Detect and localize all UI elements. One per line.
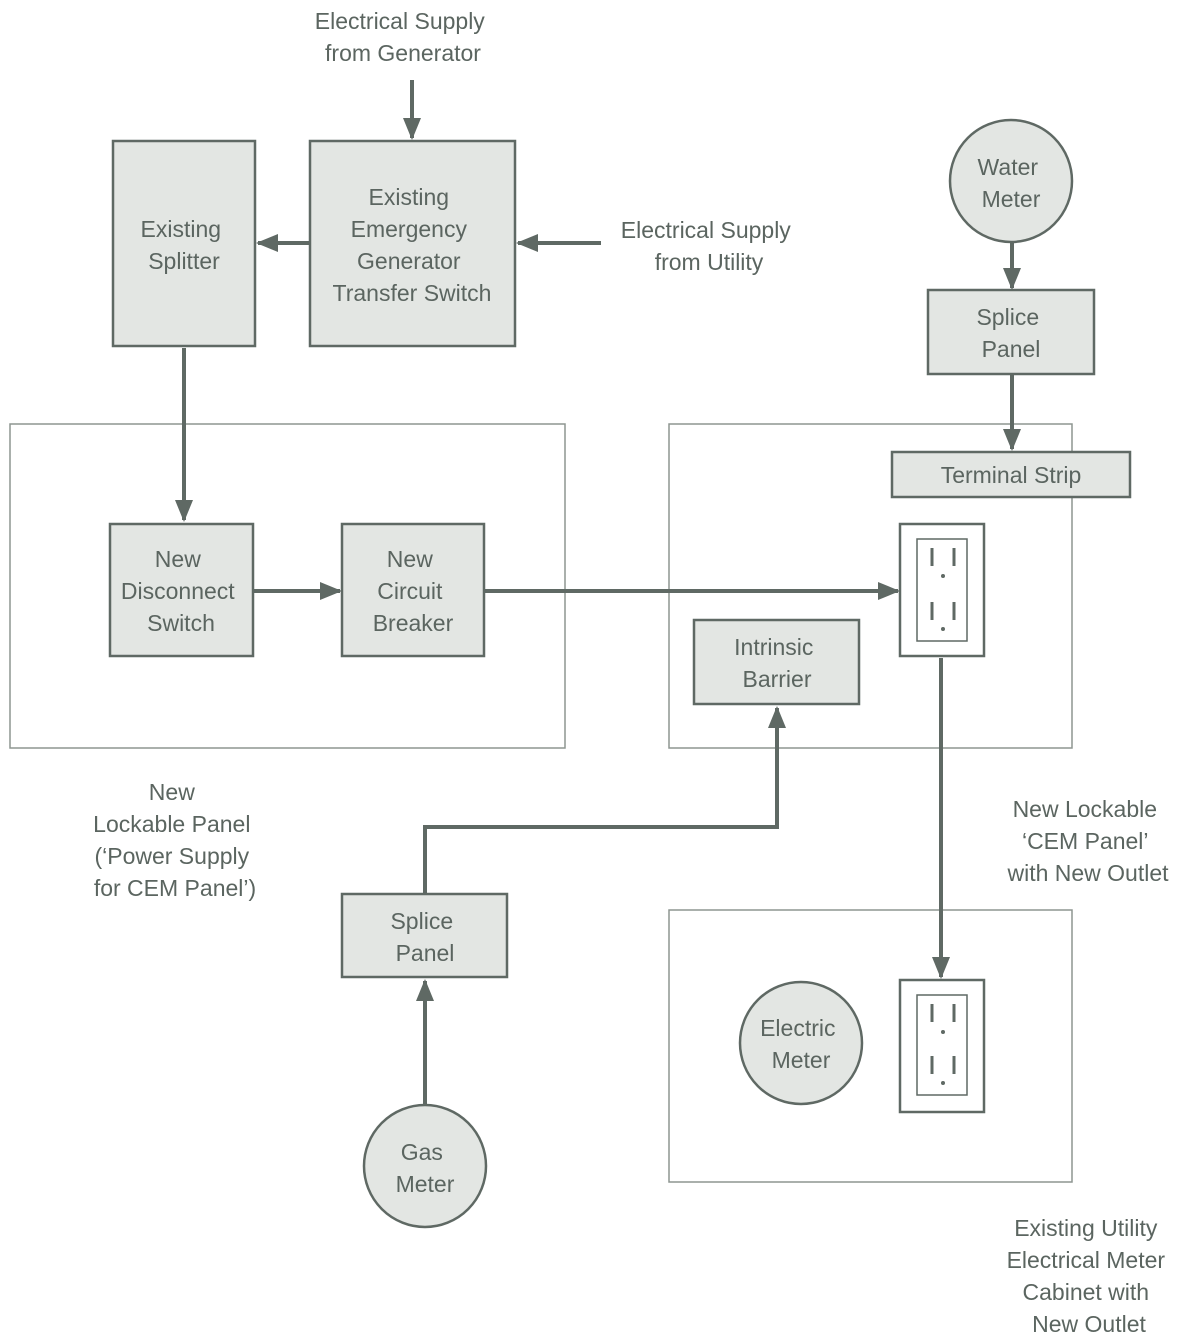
connector-splice-to-barrier xyxy=(423,706,786,893)
lockable-panel-enclosure xyxy=(9,423,566,749)
supply-generator-label: Electrical Supply from Generator xyxy=(315,8,491,66)
cem-panel-enclosure xyxy=(668,423,1073,749)
disconnect-switch-label: New Disconnect Switch xyxy=(121,546,241,636)
terminal-strip-box xyxy=(890,450,1132,499)
water-meter-circle xyxy=(948,118,1074,244)
nodes xyxy=(108,118,1132,1229)
cem-panel-label: New Lockable ‘CEM Panel’ with New Outlet xyxy=(1006,796,1169,886)
water-meter-label: Water Meter xyxy=(978,154,1045,212)
splice-panel-bottom-box xyxy=(340,892,509,979)
splice-panel-bottom-label: Splice Panel xyxy=(390,908,459,966)
electric-meter-label: Electric Meter xyxy=(760,1015,842,1073)
transfer-switch-label: Existing Emergency Generator Transfer Sw… xyxy=(333,184,492,306)
intrinsic-barrier-label: Intrinsic Barrier xyxy=(734,634,820,692)
gas-meter-label: Gas Meter xyxy=(396,1139,455,1197)
connectors xyxy=(175,80,1021,1105)
outlet-icon xyxy=(898,522,986,658)
gas-meter-circle xyxy=(362,1103,488,1229)
meter-cabinet-label: Existing Utility Electrical Meter Cabine… xyxy=(1007,1215,1172,1336)
splice-panel-top-label: Splice Panel xyxy=(976,304,1045,362)
terminal-strip-label: Terminal Strip xyxy=(941,462,1082,488)
intrinsic-barrier-box xyxy=(692,618,861,706)
electric-meter-circle xyxy=(738,980,864,1106)
existing-splitter-label: Existing Splitter xyxy=(141,216,228,274)
supply-utility-label: Electrical Supply from Utility xyxy=(621,217,797,275)
existing-splitter-box xyxy=(111,139,257,348)
outlet-icon xyxy=(898,978,986,1114)
transfer-switch-box xyxy=(308,139,517,348)
circuit-breaker-box xyxy=(340,522,486,658)
circuit-breaker-label: New Circuit Breaker xyxy=(373,546,454,636)
meter-cabinet-enclosure xyxy=(668,909,1073,1183)
lockable-panel-label: New Lockable Panel (‘Power Supply for CE… xyxy=(93,779,257,901)
splice-panel-top-box xyxy=(926,288,1096,376)
disconnect-switch-box xyxy=(108,522,255,658)
